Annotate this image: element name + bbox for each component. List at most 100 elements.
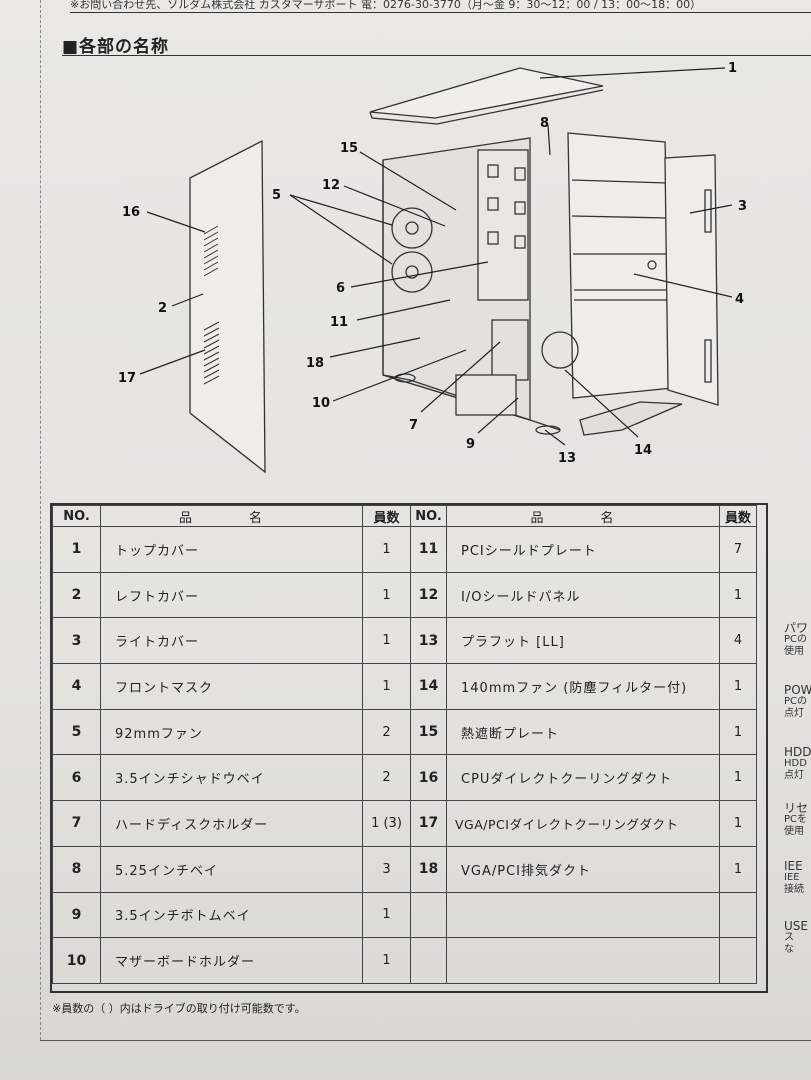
callout-12: 12 xyxy=(322,178,340,193)
section-rule xyxy=(62,55,811,56)
side-heading: POWE xyxy=(784,684,811,697)
side-heading: IEE xyxy=(784,860,803,873)
side-text-block: パワ PCの 使用 xyxy=(784,622,811,658)
part-name: VGA/PCIダイレクトクーリングダクト xyxy=(446,800,720,847)
footnote: ※員数の（ ）内はドライブの取り付け可能数です。 xyxy=(52,1002,306,1015)
part-name: ライトカバー xyxy=(100,617,363,665)
callout-15: 15 xyxy=(340,141,358,156)
part-qty xyxy=(719,937,757,984)
side-text-block: POWE PCの 点灯 xyxy=(784,684,811,720)
side-text-block: リセ PCを 使用 xyxy=(784,802,811,838)
header-qty-right: 員数 xyxy=(719,505,757,527)
side-heading: USE xyxy=(784,920,808,933)
part-no: 2 xyxy=(52,571,101,619)
part-no: 18 xyxy=(410,845,447,893)
part-no: 11 xyxy=(410,526,447,573)
part-qty: 4 xyxy=(719,617,757,665)
part-qty: 1 xyxy=(362,663,411,710)
part-name: 3.5インチボトムベイ xyxy=(100,891,363,939)
callout-16: 16 xyxy=(122,205,140,220)
header-qty-left: 員数 xyxy=(362,505,411,527)
side-line: HDD xyxy=(784,758,807,769)
side-line: IEE xyxy=(784,872,800,883)
part-qty: 2 xyxy=(362,708,411,756)
callout-1: 1 xyxy=(728,61,737,76)
side-line: PCの xyxy=(784,696,808,707)
right-cover-shape xyxy=(664,154,719,406)
part-no: 13 xyxy=(410,617,447,665)
callout-10: 10 xyxy=(312,396,330,411)
header-no-left: NO. xyxy=(52,505,101,527)
part-no: 17 xyxy=(410,800,447,847)
part-qty: 3 xyxy=(362,845,411,893)
callout-2: 2 xyxy=(158,301,167,316)
table-row: 4 フロントマスク 1 14 140mmファン (防塵フィルター付) 1 xyxy=(52,663,757,710)
part-name: I/Oシールドパネル xyxy=(446,571,720,619)
part-no: 8 xyxy=(52,845,101,893)
header-no-right: NO. xyxy=(410,505,447,527)
table-row: 2 レフトカバー 1 12 I/Oシールドパネル 1 xyxy=(52,571,757,619)
callout-3: 3 xyxy=(738,199,747,214)
part-name: レフトカバー xyxy=(100,571,363,619)
part-no: 3 xyxy=(52,617,101,665)
callout-11: 11 xyxy=(330,315,348,330)
side-line: 使用 xyxy=(784,646,804,657)
part-name xyxy=(446,937,720,984)
part-no: 10 xyxy=(52,937,101,984)
table-row: 1 トップカバー 1 11 PCIシールドプレート 7 xyxy=(52,526,757,573)
part-no xyxy=(410,937,447,984)
part-no: 1 xyxy=(52,526,101,573)
side-heading: HDD xyxy=(784,746,811,759)
part-name: 3.5インチシャドウベイ xyxy=(100,754,363,802)
section-title: ■各部の名称 xyxy=(62,37,170,57)
part-no: 4 xyxy=(52,663,101,710)
part-qty xyxy=(719,891,757,939)
table-row: 8 5.25インチベイ 3 18 VGA/PCI排気ダクト 1 xyxy=(52,845,757,893)
part-qty: 1 xyxy=(362,571,411,619)
callout-18: 18 xyxy=(306,356,324,371)
side-line: PCを xyxy=(784,814,808,825)
table-row: 9 3.5インチボトムベイ 1 xyxy=(52,891,757,939)
part-qty: 1 xyxy=(719,571,757,619)
contact-line: ※お問い合わせ先、ソルダム株式会社 カスタマーサポート 電：0276-30-37… xyxy=(70,0,811,13)
part-no: 15 xyxy=(410,708,447,756)
bottom-rule xyxy=(40,1040,811,1041)
callout-4: 4 xyxy=(735,292,744,307)
part-name: VGA/PCI排気ダクト xyxy=(446,845,720,893)
part-name: CPUダイレクトクーリングダクト xyxy=(446,754,720,802)
side-line: 接続 xyxy=(784,884,804,895)
left-cover-shape xyxy=(189,139,266,474)
table-row: 6 3.5インチシャドウベイ 2 16 CPUダイレクトクーリングダクト 1 xyxy=(52,754,757,802)
part-name: トップカバー xyxy=(100,526,363,573)
side-line: 使用 xyxy=(784,826,804,837)
side-line: ス xyxy=(784,932,794,943)
callout-8: 8 xyxy=(540,116,549,131)
side-text-block: HDD HDD 点灯 xyxy=(784,746,811,782)
part-name: 140mmファン (防塵フィルター付) xyxy=(446,663,720,710)
part-qty: 1 (3) xyxy=(362,800,411,847)
part-qty: 7 xyxy=(719,526,757,573)
part-no xyxy=(410,891,447,939)
table-row: 5 92mmファン 2 15 熱遮断プレート 1 xyxy=(52,708,757,756)
part-name: フロントマスク xyxy=(100,663,363,710)
part-no: 5 xyxy=(52,708,101,756)
callout-9: 9 xyxy=(466,437,475,452)
part-name: プラフット [LL] xyxy=(446,617,720,665)
part-no: 12 xyxy=(410,571,447,619)
table-row: 7 ハードディスクホルダー 1 (3) 17 VGA/PCIダイレクトクーリング… xyxy=(52,800,757,847)
callout-13: 13 xyxy=(558,451,576,466)
part-qty: 1 xyxy=(719,708,757,756)
table-header-row: NO. 品 名 員数 NO. 品 名 員数 xyxy=(52,505,757,527)
part-qty: 1 xyxy=(362,937,411,984)
table-row: 10 マザーボードホルダー 1 xyxy=(52,937,757,984)
callout-6: 6 xyxy=(336,281,345,296)
part-name: 熱遮断プレート xyxy=(446,708,720,756)
part-no: 6 xyxy=(52,754,101,802)
part-qty: 1 xyxy=(362,526,411,573)
part-name: 92mmファン xyxy=(100,708,363,756)
callout-7: 7 xyxy=(409,418,418,433)
table-row: 3 ライトカバー 1 13 プラフット [LL] 4 xyxy=(52,617,757,665)
part-qty: 1 xyxy=(719,800,757,847)
fan-92mm-upper xyxy=(391,207,433,249)
